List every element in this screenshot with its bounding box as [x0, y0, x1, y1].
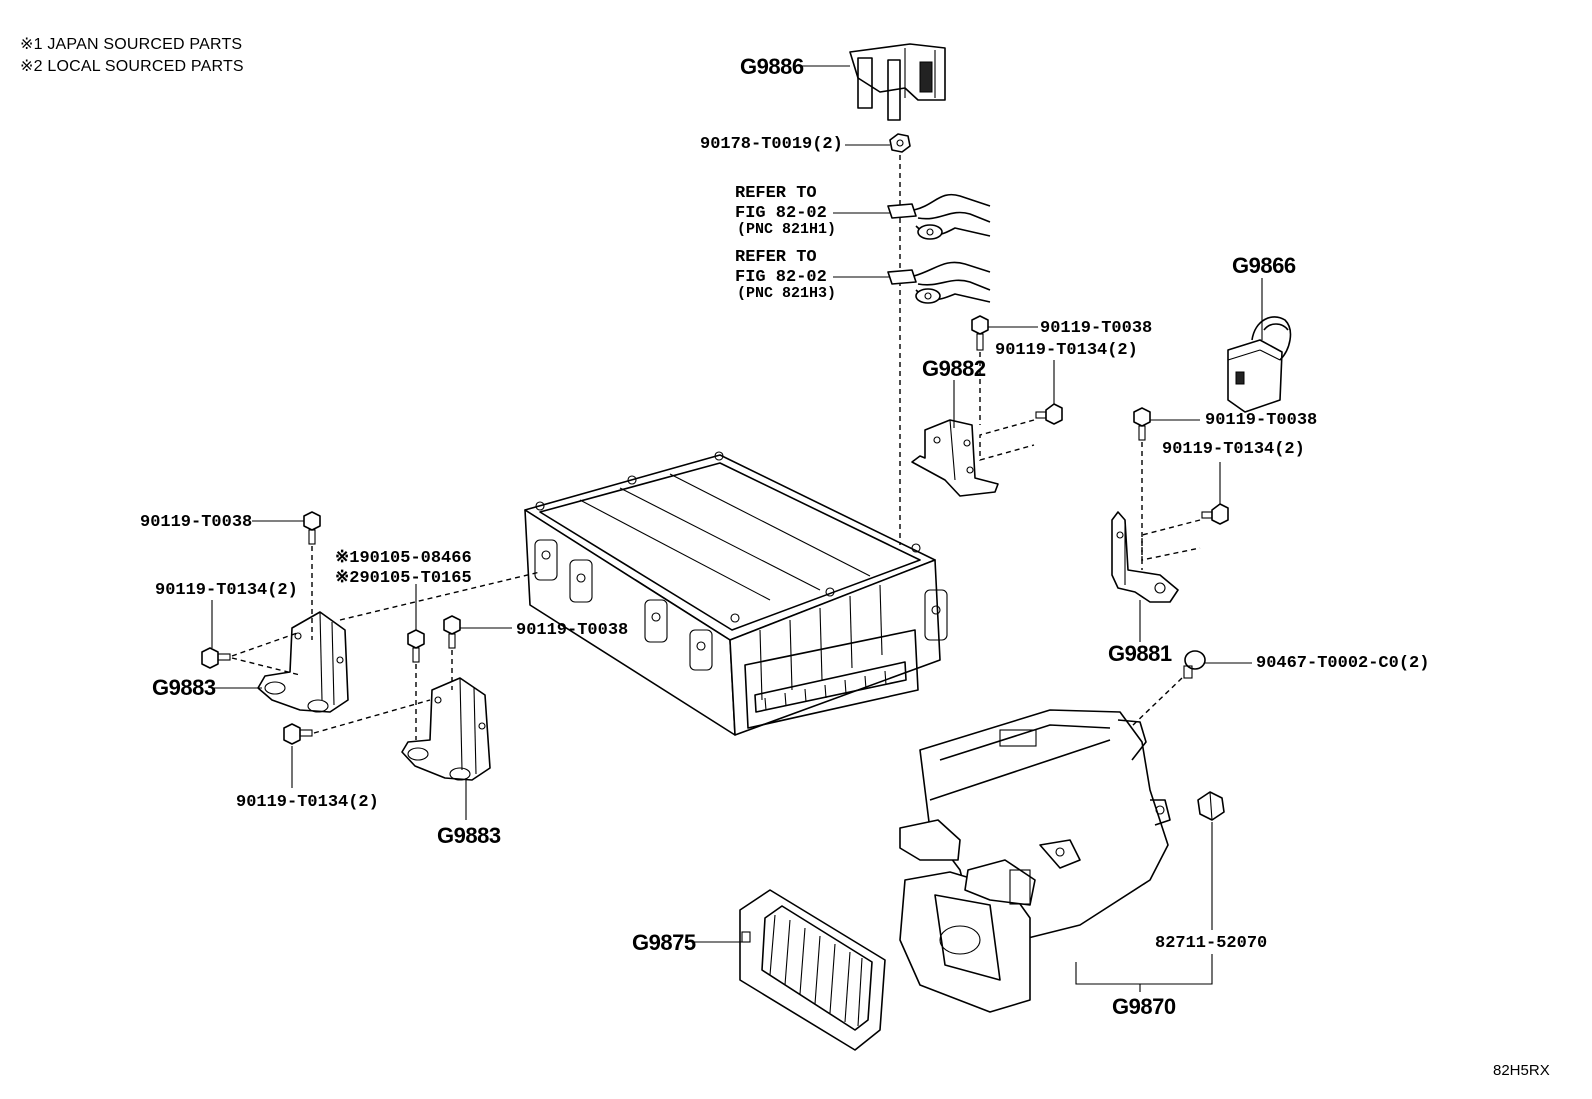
callout-refer-to-2: REFER TO	[735, 248, 817, 267]
clip-90467-drawing	[1183, 650, 1206, 679]
nut-90178-drawing	[889, 133, 911, 153]
g9883-right-bracket-drawing	[401, 677, 491, 781]
callout-g9882[interactable]: G9882	[922, 356, 986, 381]
bolt-g9881-top-drawing	[1133, 407, 1151, 441]
clip-82711-drawing	[1197, 791, 1225, 821]
callout-90119-t0038-middle[interactable]: 90119-T0038	[516, 621, 629, 640]
bolt-left-bottom-drawing	[283, 723, 313, 745]
callout-90119-t0038-g9881[interactable]: 90119-T0038	[1205, 411, 1318, 430]
callout-fig-82-02-link-2[interactable]: FIG 82-02	[735, 268, 827, 287]
g9866-relay-drawing	[1227, 316, 1292, 413]
g9883-left-bracket-drawing	[257, 611, 349, 713]
callout-90119-t0134-bottom[interactable]: 90119-T0134(2)	[236, 793, 379, 812]
callout-pnc-821h3: (PNC 821H3)	[737, 285, 837, 302]
bolt-g9882-side-drawing	[1035, 403, 1063, 425]
callout-90105-t0165[interactable]: ※290105-T0165	[335, 569, 472, 588]
cable-821h3-drawing	[887, 261, 991, 304]
callout-pnc-821h1: (PNC 821H1)	[737, 221, 837, 238]
callout-g9883-left[interactable]: G9883	[152, 675, 216, 700]
g9882-bracket-drawing	[911, 419, 999, 497]
g9875-filter-drawing	[739, 889, 886, 1051]
callout-g9881[interactable]: G9881	[1108, 641, 1172, 666]
callout-90105-08466[interactable]: ※190105-08466	[335, 549, 472, 568]
bolt-g9882-top-drawing	[971, 315, 989, 351]
inverter-assembly-drawing	[524, 451, 948, 736]
callout-90119-t0038-left[interactable]: 90119-T0038	[140, 513, 253, 532]
callout-fig-82-02-link-1[interactable]: FIG 82-02	[735, 204, 827, 223]
figure-code: 82H5RX	[1493, 1062, 1550, 1079]
bolt-japan-local-drawing	[407, 629, 425, 663]
callout-g9870[interactable]: G9870	[1112, 994, 1176, 1019]
callout-90119-t0134-g9881[interactable]: 90119-T0134(2)	[1162, 440, 1305, 459]
cable-821h1-drawing	[887, 193, 991, 240]
callout-90467-t0002-c0[interactable]: 90467-T0002-C0(2)	[1256, 654, 1430, 673]
callout-refer-to-1: REFER TO	[735, 184, 817, 203]
callout-90119-t0134-left[interactable]: 90119-T0134(2)	[155, 581, 298, 600]
legend-local-sourced: ※2 LOCAL SOURCED PARTS	[20, 58, 244, 75]
legend-japan-sourced: ※1 JAPAN SOURCED PARTS	[20, 36, 243, 53]
leader-lines	[211, 65, 1263, 992]
g9886-cover-drawing	[849, 43, 946, 121]
callout-82711-52070[interactable]: 82711-52070	[1155, 934, 1268, 953]
g9881-bracket-drawing	[1111, 511, 1179, 603]
callout-g9866[interactable]: G9866	[1232, 253, 1296, 278]
callout-g9886[interactable]: G9886	[740, 54, 804, 79]
callout-g9883-right[interactable]: G9883	[437, 823, 501, 848]
bolt-g9881-side-drawing	[1201, 503, 1229, 525]
bolt-middle-drawing	[443, 615, 461, 649]
g9870-duct-drawing	[899, 709, 1171, 1013]
callout-90178-t0019[interactable]: 90178-T0019(2)	[700, 135, 843, 154]
callout-90119-t0038-g9882[interactable]: 90119-T0038	[1040, 319, 1153, 338]
bolt-left-top-drawing	[303, 511, 321, 545]
bolt-left-side-drawing	[201, 647, 231, 669]
callout-g9875[interactable]: G9875	[632, 930, 696, 955]
callout-90119-t0134-g9882[interactable]: 90119-T0134(2)	[995, 341, 1138, 360]
